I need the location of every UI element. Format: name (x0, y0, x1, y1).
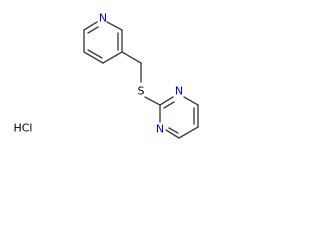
bond-pm-n3-c4 (183, 96, 199, 106)
bond-py-c6-n-inner (87, 26, 99, 34)
chemical-structure-diagram: N S N N HCl (13, 12, 199, 139)
hydrochloride-salt-label: HCl (13, 122, 32, 135)
structure-canvas: N S N N HCl (0, 0, 217, 161)
bond-py-c3-c4 (102, 51, 123, 64)
bond-s-c2 (144, 96, 161, 106)
pyrimidine-n1-label: N (156, 123, 164, 136)
bond-pm-c2-n3-inner (163, 101, 175, 109)
bond-py-c4-c5 (83, 51, 104, 64)
thioether-link (144, 96, 161, 106)
methylene-linker (121, 51, 142, 83)
pyrimidine-ring (159, 96, 199, 139)
pyridine-nitrogen-label: N (99, 12, 107, 25)
bond-pm-c2-n3 (159, 96, 174, 106)
bond-pm-c6-n1-inner (168, 127, 179, 134)
bond-c3-ch2 (121, 51, 142, 64)
pyridine-ring (83, 21, 123, 64)
bond-pm-c6-n1 (165, 129, 180, 139)
bond-py-c6-n (83, 21, 98, 31)
sulfur-label: S (138, 85, 145, 98)
bond-py-n-c2 (106, 21, 123, 31)
bond-py-c4-c5-inner (87, 49, 103, 59)
bond-pm-c5-c6 (178, 126, 199, 139)
pyrimidine-n3-label: N (175, 85, 183, 98)
